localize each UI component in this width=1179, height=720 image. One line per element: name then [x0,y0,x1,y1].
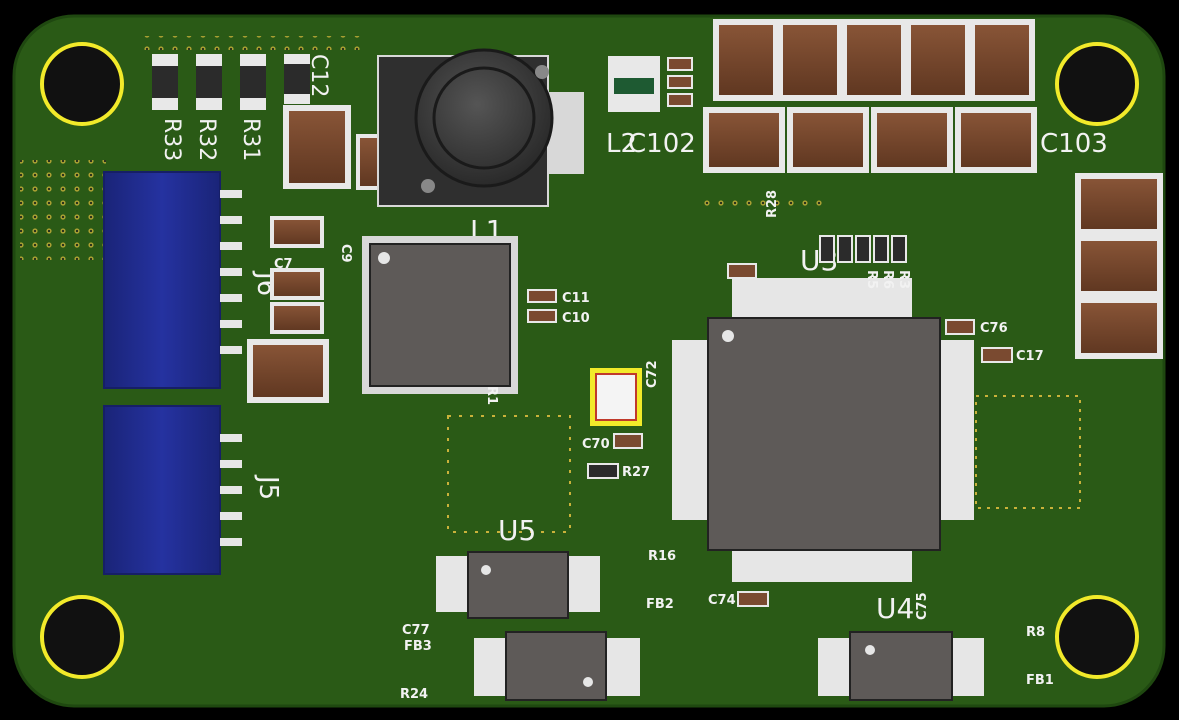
ic-soic-u4 [818,631,984,701]
label-c74: C74 [708,593,736,608]
mounting-hole-bottom-left [40,595,124,679]
resistor-array-u3 [819,235,907,263]
capacitor-c76 [945,319,975,335]
label-l2: L2 [606,129,637,159]
capacitor-c70 [613,433,643,449]
label-r31: R31 [238,118,263,161]
capacitor-j6-b [270,268,324,300]
mounting-holes [40,42,1139,679]
resistor-r27 [587,463,619,479]
capacitor-c10 [527,309,557,323]
capacitor-u3-top [727,263,757,279]
label-r5: R5 [864,270,879,289]
label-j5: J5 [253,474,283,500]
label-r32: R32 [194,118,219,161]
label-r6: R6 [880,270,895,289]
label-r8: R8 [1026,625,1045,640]
label-fb2: FB2 [646,597,674,612]
resistors-top-left [152,54,310,110]
capacitor-bank-top [703,19,1037,173]
label-c10: C10 [562,311,590,326]
label-r28: R28 [765,190,780,218]
label-c70: C70 [582,437,610,452]
label-u4: U4 [876,592,914,625]
capacitor-c17 [981,347,1013,363]
capacitor-large-left [283,105,351,189]
via-row-mid [704,200,824,214]
capacitor-c74 [737,591,769,607]
mounting-hole-top-left [40,42,124,126]
label-c9: C9 [338,244,353,263]
label-r3: R3 [896,270,911,289]
small-caps-l2 [667,57,693,107]
ic-qfn-left [362,236,518,394]
via-row-top [140,36,360,50]
label-c11: C11 [562,291,590,306]
ic-soic-u5 [436,551,600,619]
label-c7: C7 [274,257,293,272]
via-field-left [20,160,106,260]
label-r24: R24 [400,687,428,702]
label-c76: C76 [980,321,1008,336]
label-c102: C102 [628,129,696,159]
label-r1: R1 [484,386,499,405]
mounting-hole-bottom-right [1055,595,1139,679]
label-fb1: FB1 [1026,673,1054,688]
connector-j5 [103,405,242,575]
capacitor-j6-a [270,216,324,248]
label-u5: U5 [498,514,536,547]
label-c77: C77 [402,623,430,638]
label-c75: C75 [915,592,930,620]
bga-footprint [447,415,571,533]
capacitor-j6-large [247,339,329,403]
capacitor-bank-right [1075,173,1163,359]
capacitor-j6-c [270,302,324,334]
mounting-hole-top-right [1055,42,1139,126]
connector-j6 [103,171,242,389]
inductor-l1 [377,48,584,207]
label-c12: C12 [306,54,331,97]
label-c103: C103 [1040,129,1108,159]
label-r16: R16 [648,549,676,564]
label-fb3: FB3 [404,639,432,654]
label-r33: R33 [159,118,184,161]
label-c17: C17 [1016,349,1044,364]
capacitor-c11 [527,289,557,303]
ic-soic-bottom-center [474,631,640,701]
label-c72: C72 [645,360,660,388]
label-r27: R27 [622,465,650,480]
ic-qfp-u3 [672,278,974,582]
